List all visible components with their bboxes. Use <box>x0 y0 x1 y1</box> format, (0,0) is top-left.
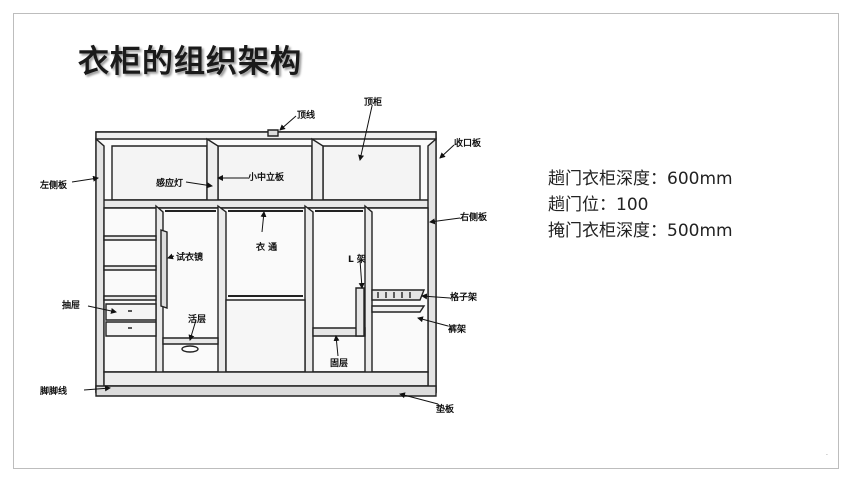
label-movable-shelf: 活层 <box>188 315 207 325</box>
label-drawer: 抽屉 <box>62 301 81 311</box>
label-left-side-panel: 左侧板 <box>40 181 68 191</box>
spec-list: 趟门衣柜深度：600mm 趟门位：100 掩门衣柜深度：500mm <box>548 166 733 244</box>
label-hanging-rail: 衣 通 <box>256 243 278 253</box>
callout-arrows <box>71 105 461 405</box>
label-base-board: 垫板 <box>436 405 455 415</box>
label-pants-rack: 裤架 <box>448 325 467 335</box>
spec-sliding-depth: 趟门衣柜深度：600mm <box>548 169 733 189</box>
label-mirror: 试衣镜 <box>176 253 204 263</box>
page-mark: . <box>826 450 828 457</box>
label-right-side-panel: 右侧板 <box>460 213 488 223</box>
spec-sliding-track: 趟门位：100 <box>548 195 649 215</box>
label-fixed-shelf: 固层 <box>330 359 349 369</box>
wardrobe-outline <box>95 129 437 397</box>
label-small-middle-panel: 小中立板 <box>248 173 285 183</box>
label-l-rack: L 架 <box>348 255 366 265</box>
label-grid-rack: 格子架 <box>450 293 478 303</box>
label-sensor-light: 感应灯 <box>156 179 184 189</box>
slide-title: 衣柜的组织架构 <box>78 44 302 80</box>
label-top-line: 顶线 <box>297 111 316 121</box>
label-kick-board: 脚脚线 <box>40 387 68 397</box>
spec-hinged-depth: 掩门衣柜深度：500mm <box>548 221 733 241</box>
slide-frame <box>13 13 839 469</box>
label-top-cabinet: 顶柜 <box>364 98 383 108</box>
label-closing-panel: 收口板 <box>454 139 482 149</box>
